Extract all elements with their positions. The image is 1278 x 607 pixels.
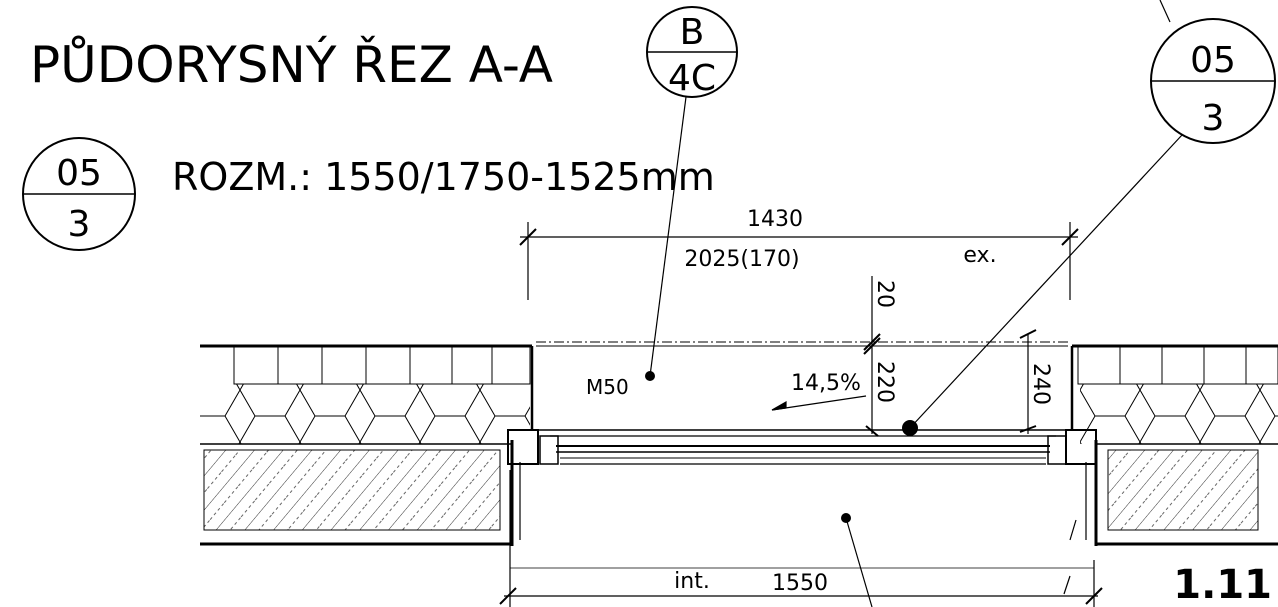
ground-right <box>1072 344 1278 546</box>
leader-dot-material <box>645 371 655 381</box>
slope-label: 14,5% <box>791 371 861 396</box>
pit-structure <box>507 341 1098 546</box>
dimensions-note: ROZM.: 1550/1750-1525mm <box>172 155 715 199</box>
dim-depth-220: 220 <box>872 361 897 403</box>
dim-int-width: 1550 <box>772 571 828 596</box>
detail-ref-top: B <box>680 12 705 53</box>
section-ref-right-bottom: 3 <box>1202 98 1225 139</box>
dim-int-tag: int. <box>674 569 710 594</box>
section-ref-right-top: 05 <box>1190 40 1236 81</box>
detail-ref-bottom: 4C <box>668 58 716 99</box>
dim-depth-240: 240 <box>1028 363 1053 405</box>
dimension-lines <box>499 222 1103 607</box>
leader-lines <box>649 96 1183 607</box>
leader-dot-frame <box>902 420 918 436</box>
dim-ext-tag: ex. <box>963 243 996 268</box>
ground-left <box>200 344 532 546</box>
dim-ext-sub: 2025(170) <box>684 247 799 272</box>
section-ref-right-bubble: 05 3 <box>1150 0 1276 144</box>
material-label: M50 <box>586 375 629 399</box>
leader-dot-interior <box>841 513 851 523</box>
section-ref-left-bottom: 3 <box>68 204 91 245</box>
dim-top-gap: 20 <box>872 280 897 308</box>
slope-arrow <box>771 395 867 411</box>
sheet-number: 1.11 <box>1173 562 1272 607</box>
dim-ext-width: 1430 <box>747 207 803 232</box>
drawing-title: PŮDORYSNÝ ŘEZ A-A <box>30 35 553 94</box>
detail-ref-bubble: B 4C <box>646 6 738 99</box>
section-ref-left-bubble: 05 3 <box>22 137 136 251</box>
section-ref-left-top: 05 <box>56 153 102 194</box>
